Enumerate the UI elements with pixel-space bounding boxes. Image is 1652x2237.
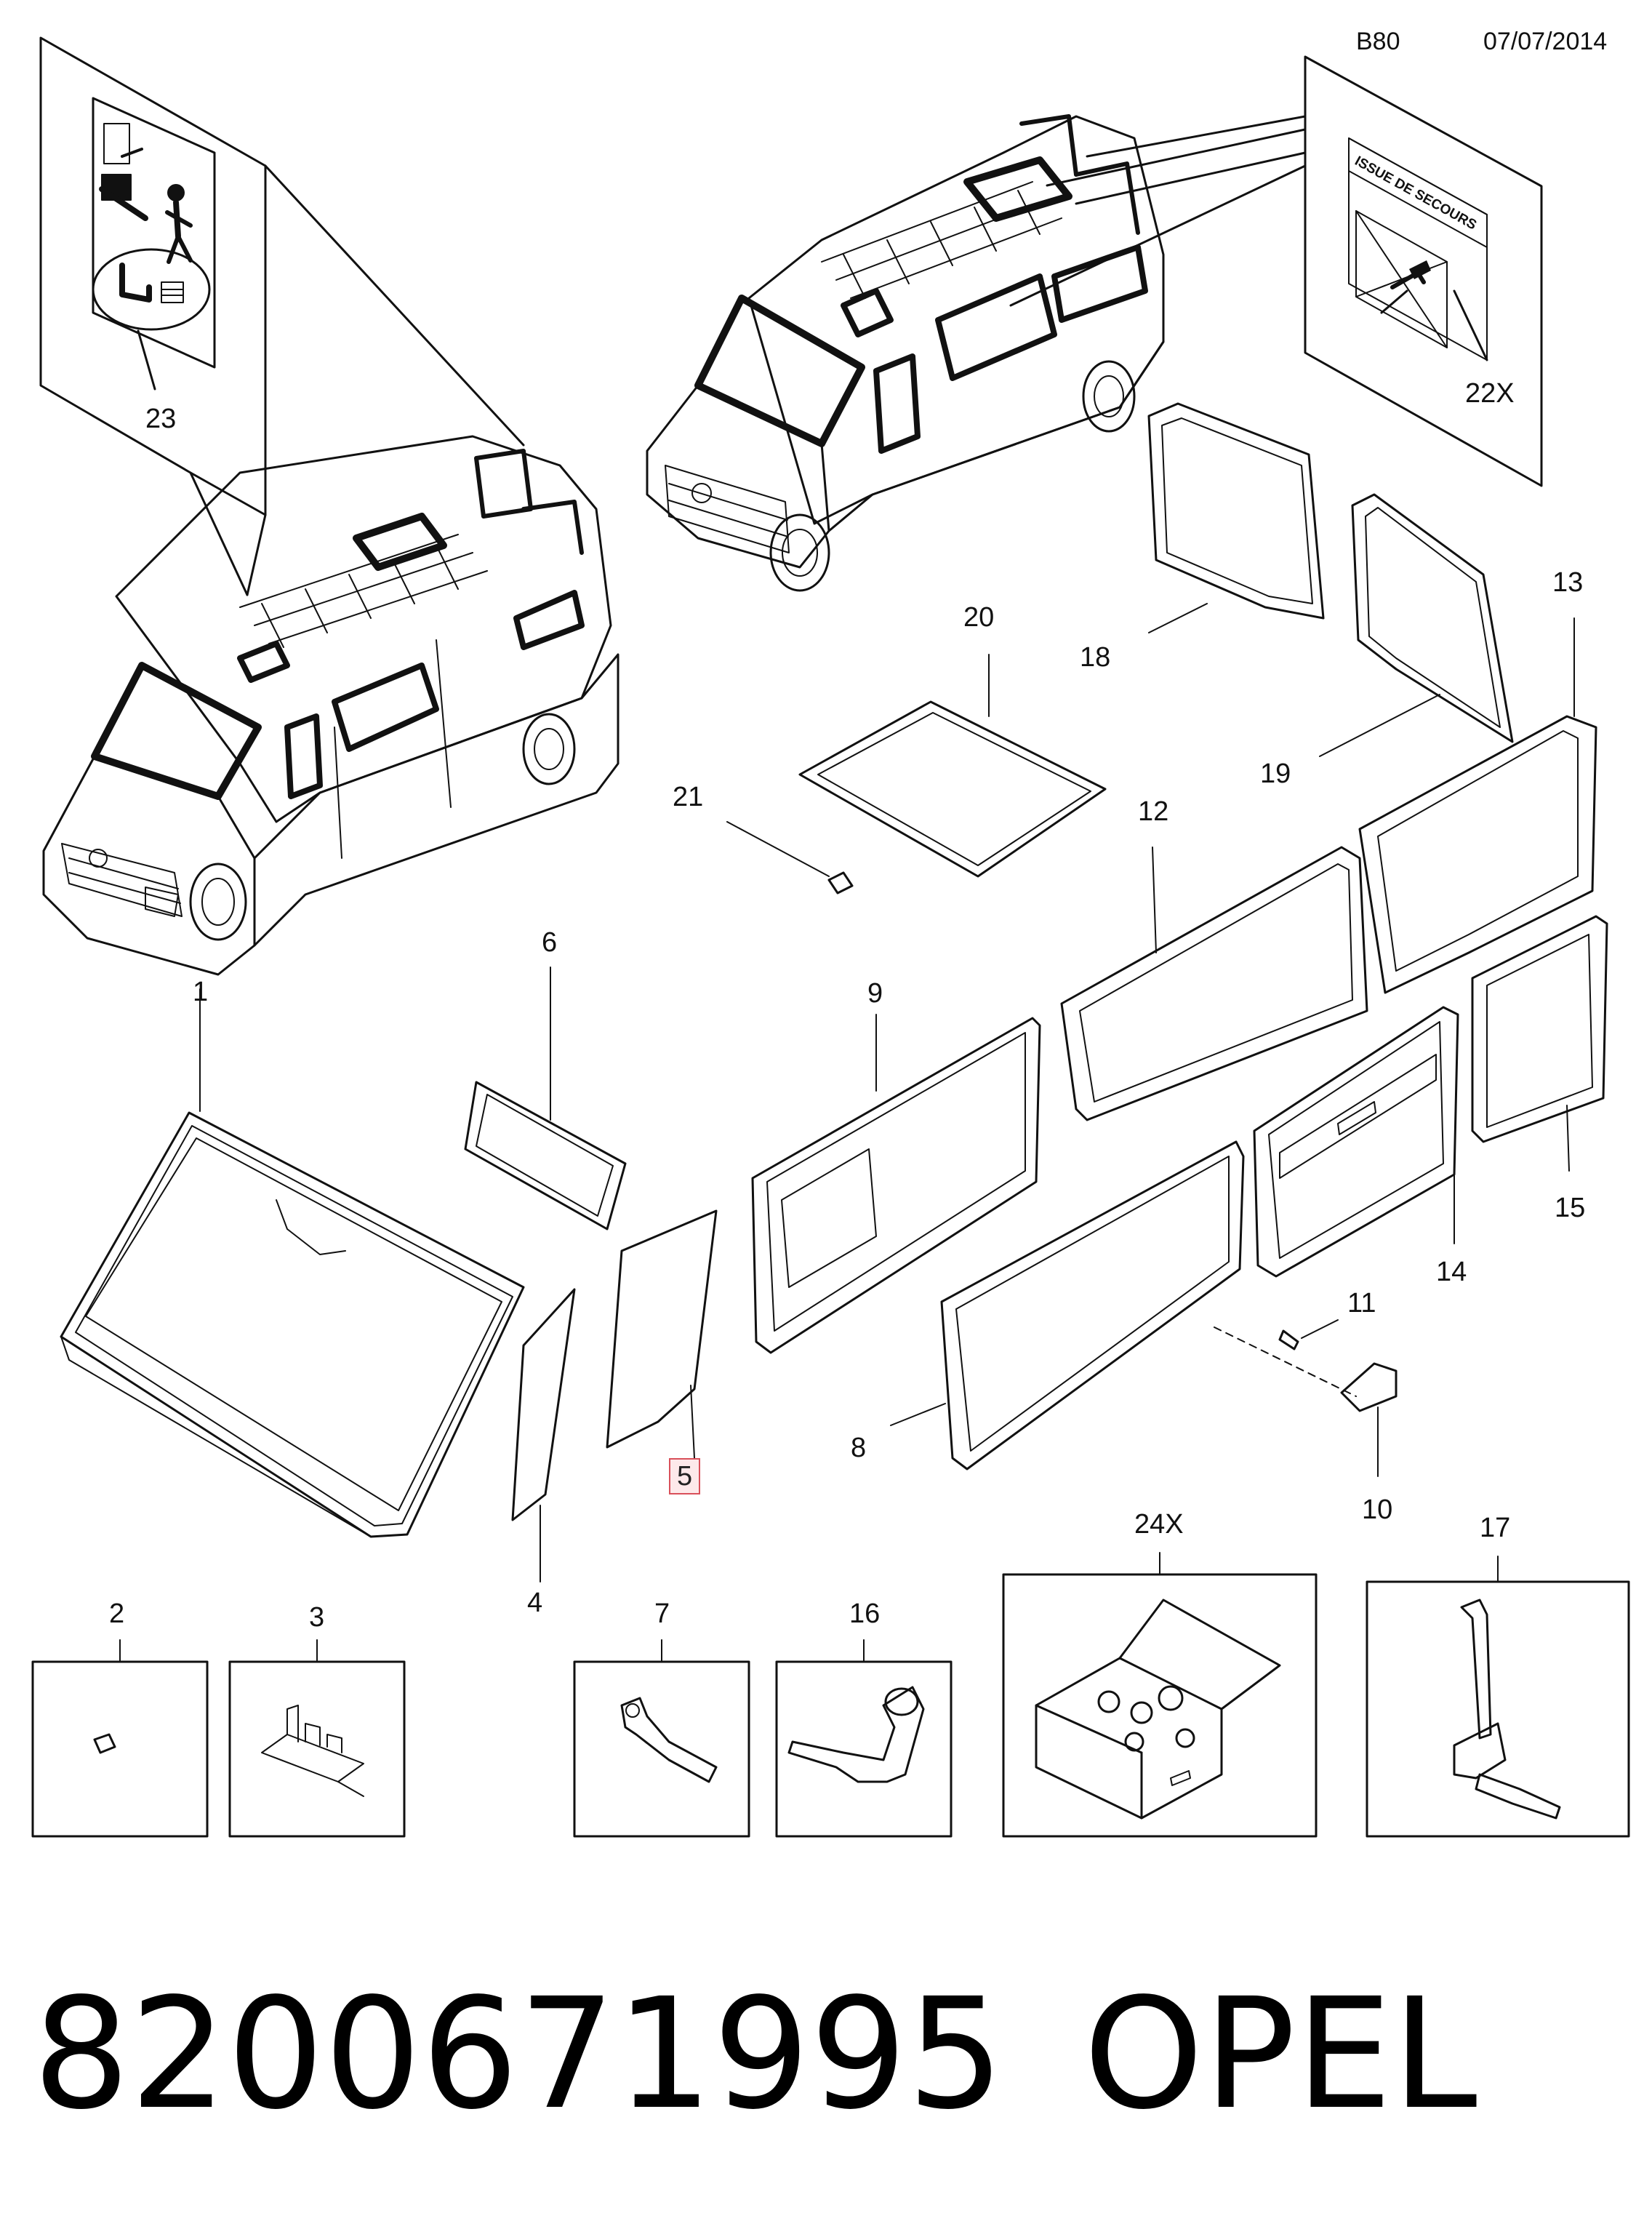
callout-label: 6 [542,927,558,958]
part-13-side-glass [1358,617,1597,994]
box-3 [228,1639,406,1838]
callout-label: 13 [1552,567,1584,598]
brand-name: OPEL [1083,1965,1477,2143]
callout-label: 2 [109,1598,125,1629]
part-1-windshield [60,988,525,1538]
callout-label: 4 [527,1588,543,1618]
part-20-roof-hatch [798,654,1107,878]
part-11-screw [1278,1319,1339,1350]
box-17 [1366,1556,1630,1838]
callout-label: 23 [145,404,177,434]
callout-label: 20 [963,602,995,633]
callout-label: 15 [1555,1193,1586,1223]
sticker-22x-icon: ISSUE DE SECOURS [1348,137,1488,361]
diagram-date: 07/07/2014 [1483,28,1608,55]
callout-label: 16 [849,1598,881,1629]
part-21-clip [726,821,854,895]
callout-label: 22X [1465,378,1515,409]
callout-label: 8 [851,1433,867,1463]
part-14-sliding-window [1253,1006,1459,1278]
part-19-rear-quarter-glass [1319,493,1514,757]
callout-label: 1 [193,977,209,1007]
callout-label: 7 [654,1598,670,1629]
part-5-door-glass [606,1209,718,1459]
callout-label: 14 [1436,1257,1467,1287]
callout-label: 11 [1347,1288,1376,1318]
van-illustration-right [646,114,1165,592]
box-24x-kit [1002,1552,1318,1838]
callout-label: 21 [673,782,704,812]
callout-label: 10 [1362,1494,1393,1525]
part-8-sliding-door-glass [890,1140,1245,1470]
callout-label-highlighted: 5 [669,1458,701,1494]
sign-text: ISSUE DE SECOURS [1352,153,1480,233]
callout-label: 3 [309,1602,325,1633]
callout-label: 9 [867,978,883,1009]
box-16 [775,1639,953,1838]
callout-panel-23 [39,36,525,596]
sticker-23-icon [92,97,216,369]
part-number: 8200671995 [33,1965,1005,2143]
callout-label: 12 [1138,796,1169,827]
van-illustration-left [42,435,620,976]
part-18-rear-quarter-glass [1147,402,1325,633]
part-15-quarter-glass [1471,915,1608,1172]
callout-label: 24X [1134,1509,1184,1540]
part-6-roof-window [464,967,627,1230]
part-9-side-glass [751,1014,1041,1354]
callout-label: 18 [1080,642,1111,673]
diagram-code: B80 [1356,28,1400,55]
part-12-side-glass [1060,846,1368,1121]
callout-label: 17 [1480,1513,1511,1543]
part-4-door-glass [511,1288,576,1582]
part-10-handle [1214,1326,1398,1477]
box-7 [573,1639,750,1838]
box-2 [31,1639,209,1838]
callout-label: 19 [1260,759,1291,789]
